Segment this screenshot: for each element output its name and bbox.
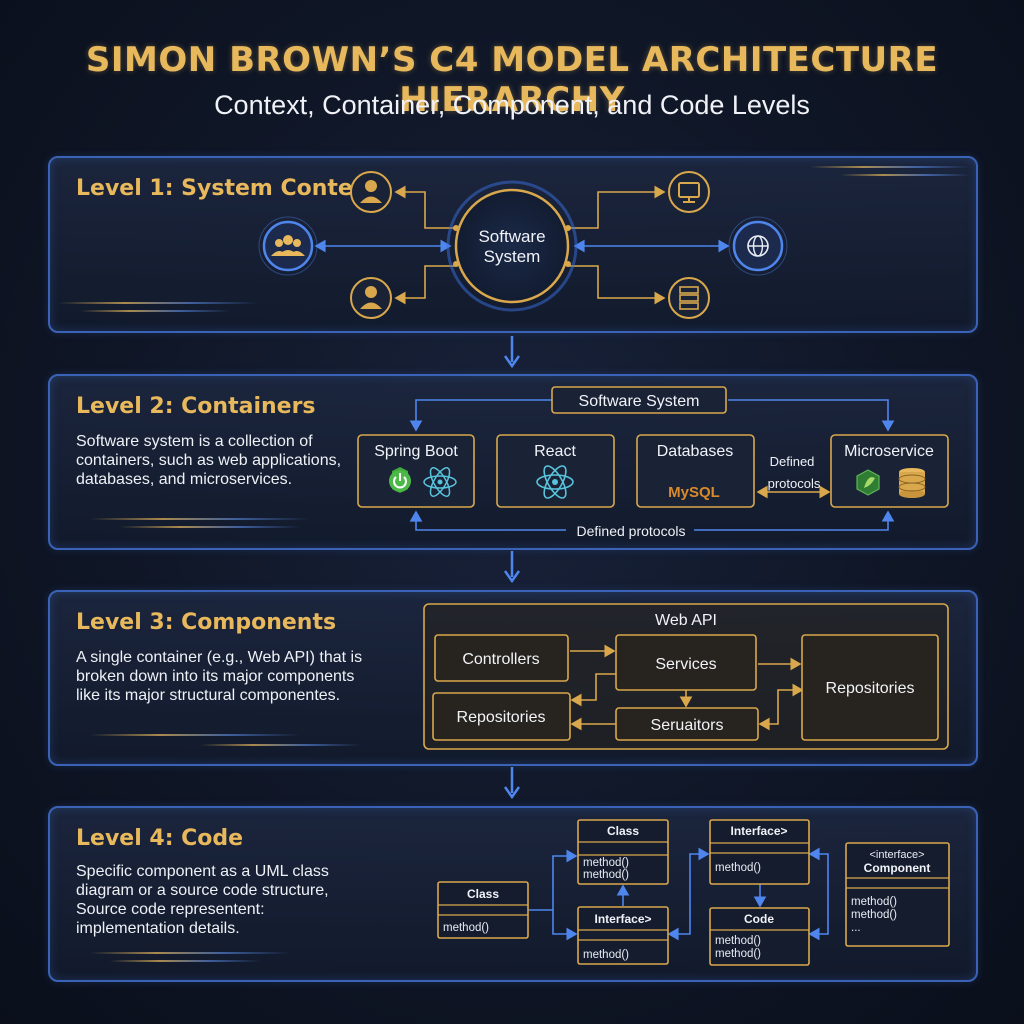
arrow-down-icon	[503, 336, 521, 369]
decorative-streak	[90, 734, 300, 736]
level3-panel: Level 3: Components A single container (…	[48, 590, 978, 766]
decorative-streak	[58, 302, 258, 304]
decorative-streak	[90, 518, 310, 520]
decorative-streak	[80, 310, 230, 312]
page-subtitle: Context, Container, Component, and Code …	[214, 90, 810, 120]
level3-title: Level 3: Components	[76, 610, 337, 635]
level2-description: Software system is a collection of conta…	[76, 433, 342, 488]
page-title: SIMON BROWN’S C4 MODEL ARCHITECTURE HIER…	[85, 40, 939, 120]
level4-description: Specific component as a UML class diagra…	[76, 863, 329, 937]
arrow-down-icon	[503, 551, 521, 584]
arrow-down-icon	[503, 767, 521, 800]
decorative-streak	[840, 174, 970, 176]
decorative-streak	[90, 952, 290, 954]
level2-title: Level 2: Containers	[76, 394, 316, 419]
level1-title: Level 1: System Context	[76, 176, 378, 201]
level2-panel: Level 2: Containers Software system is a…	[48, 374, 978, 550]
decorative-streak	[810, 166, 970, 168]
level1-panel: Level 1: System Context	[48, 156, 978, 333]
level3-description: A single container (e.g., Web API) that …	[76, 649, 363, 704]
decorative-streak	[120, 526, 300, 528]
level4-title: Level 4: Code	[76, 826, 244, 851]
decorative-streak	[200, 744, 360, 746]
decorative-streak	[110, 960, 260, 962]
level4-panel: Level 4: Code Specific component as a UM…	[48, 806, 978, 982]
